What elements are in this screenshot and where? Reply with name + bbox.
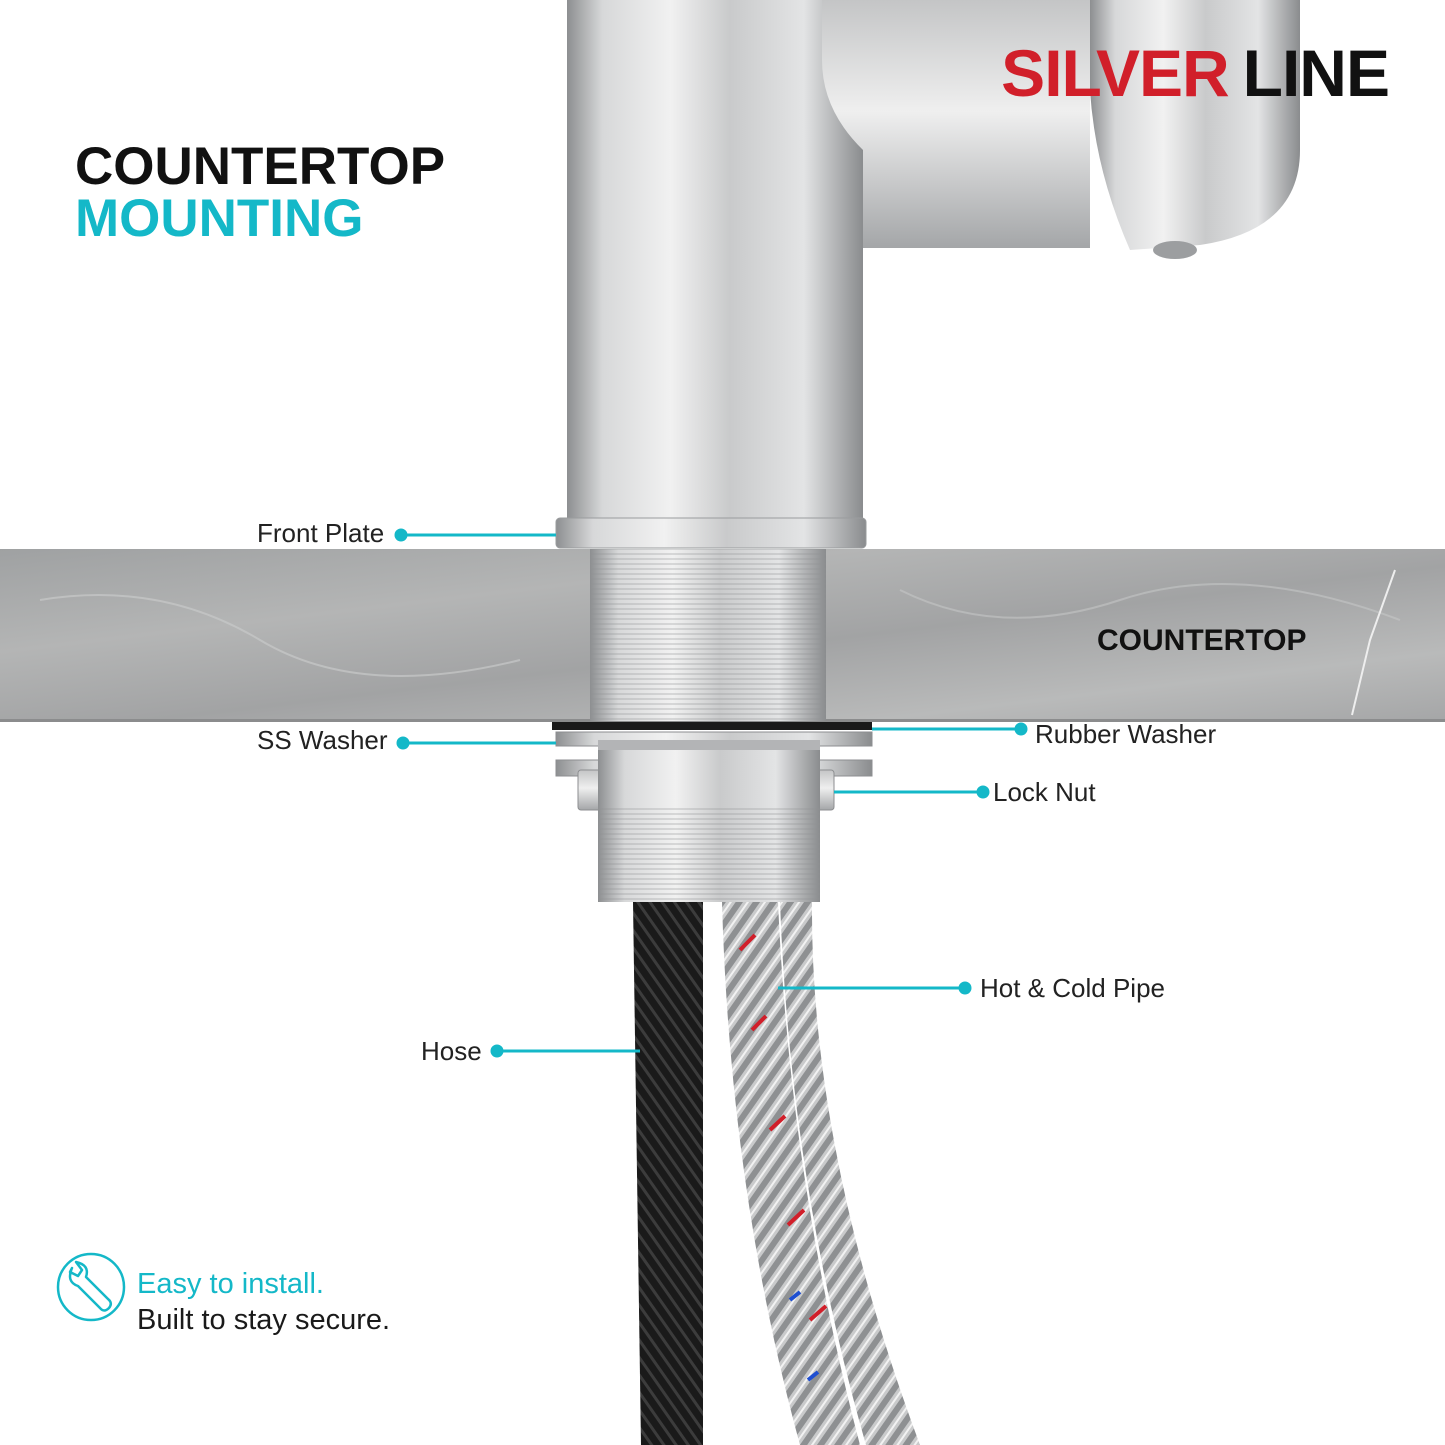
- faucet-column: [567, 0, 863, 520]
- label-hose: Hose: [421, 1036, 482, 1066]
- heading-line-1: COUNTERTOP: [75, 137, 446, 196]
- faucet-handle: [1090, 0, 1300, 250]
- label-lock-nut: Lock Nut: [993, 777, 1096, 807]
- brand-word-2: LINE: [1242, 36, 1390, 110]
- label-ss-washer: SS Washer: [257, 725, 388, 755]
- callout-leaders: [394, 528, 1028, 1058]
- label-front-plate: Front Plate: [257, 518, 385, 548]
- handle-button: [1153, 241, 1197, 259]
- black-hose: [633, 902, 703, 1445]
- front-plate: [555, 517, 867, 549]
- heading-line-2: MOUNTING: [75, 189, 364, 248]
- countertop-label: COUNTERTOP: [1097, 624, 1307, 657]
- rubber-washer: [552, 722, 872, 730]
- wrench-icon: [56, 1252, 126, 1322]
- hot-pipe: [722, 902, 860, 1445]
- faucet-handle-housing: [822, 0, 1090, 248]
- cold-pipe: [780, 902, 920, 1445]
- tagline-line-2: Built to stay secure.: [137, 1304, 391, 1336]
- tagline-line-1: Easy to install.: [137, 1268, 324, 1300]
- brand-word-1: SILVER: [1001, 36, 1229, 110]
- label-rubber-washer: Rubber Washer: [1035, 719, 1217, 749]
- label-hot-cold-pipe: Hot & Cold Pipe: [980, 973, 1165, 1003]
